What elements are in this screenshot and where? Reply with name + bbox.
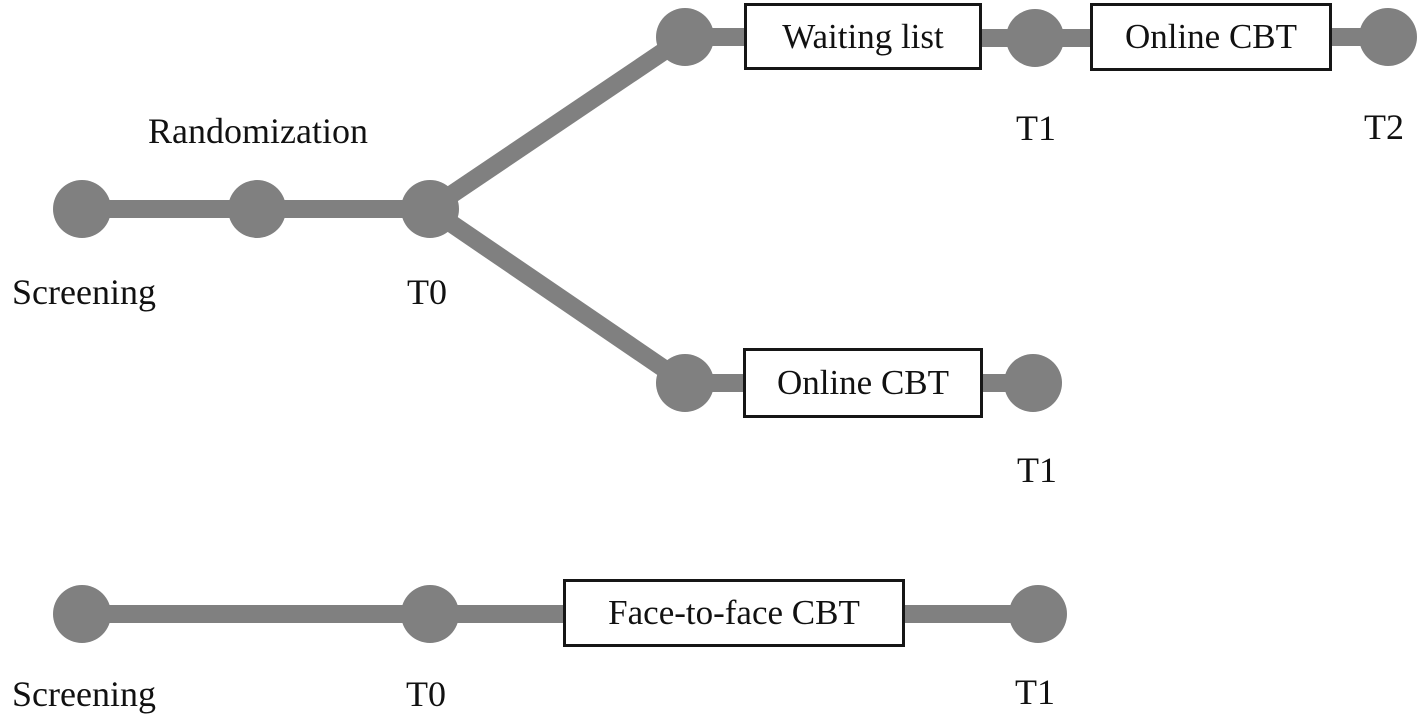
box-waiting-list: Waiting list: [744, 3, 982, 70]
t0-top-node: [401, 180, 459, 238]
label-t1-bottom: T1: [1015, 672, 1055, 712]
box-waiting-list-label: Waiting list: [782, 16, 944, 56]
timeline-edge: [424, 201, 691, 391]
t1-bottom-node: [1009, 585, 1067, 643]
screening-bottom-node: [53, 585, 111, 643]
label-t1-arm2: T1: [1017, 450, 1057, 490]
arm2-t1-node: [1004, 354, 1062, 412]
arm1-start-node: [656, 8, 714, 66]
label-screening-bottom: Screening: [12, 674, 156, 714]
timeline-edge: [424, 29, 691, 217]
label-randomization: Randomization: [148, 111, 368, 151]
box-online-cbt-arm1: Online CBT: [1090, 3, 1332, 71]
box-face-to-face-cbt-label: Face-to-face CBT: [608, 593, 860, 632]
randomization-node: [228, 180, 286, 238]
box-face-to-face-cbt: Face-to-face CBT: [563, 579, 905, 647]
box-online-cbt-arm2: Online CBT: [743, 348, 983, 418]
label-screening-top: Screening: [12, 272, 156, 312]
label-t0-bottom: T0: [406, 674, 446, 714]
label-t0-top: T0: [407, 272, 447, 312]
arm1-t1-node: [1006, 9, 1064, 67]
label-t1-arm1: T1: [1016, 108, 1056, 148]
box-online-cbt-arm1-label: Online CBT: [1124, 17, 1298, 56]
screening-top-node: [53, 180, 111, 238]
label-t2-arm1: T2: [1364, 107, 1404, 147]
arm2-start-node: [656, 354, 714, 412]
t0-bottom-node: [401, 585, 459, 643]
arm1-t2-node: [1359, 8, 1417, 66]
box-online-cbt-arm2-label: Online CBT: [776, 363, 950, 402]
